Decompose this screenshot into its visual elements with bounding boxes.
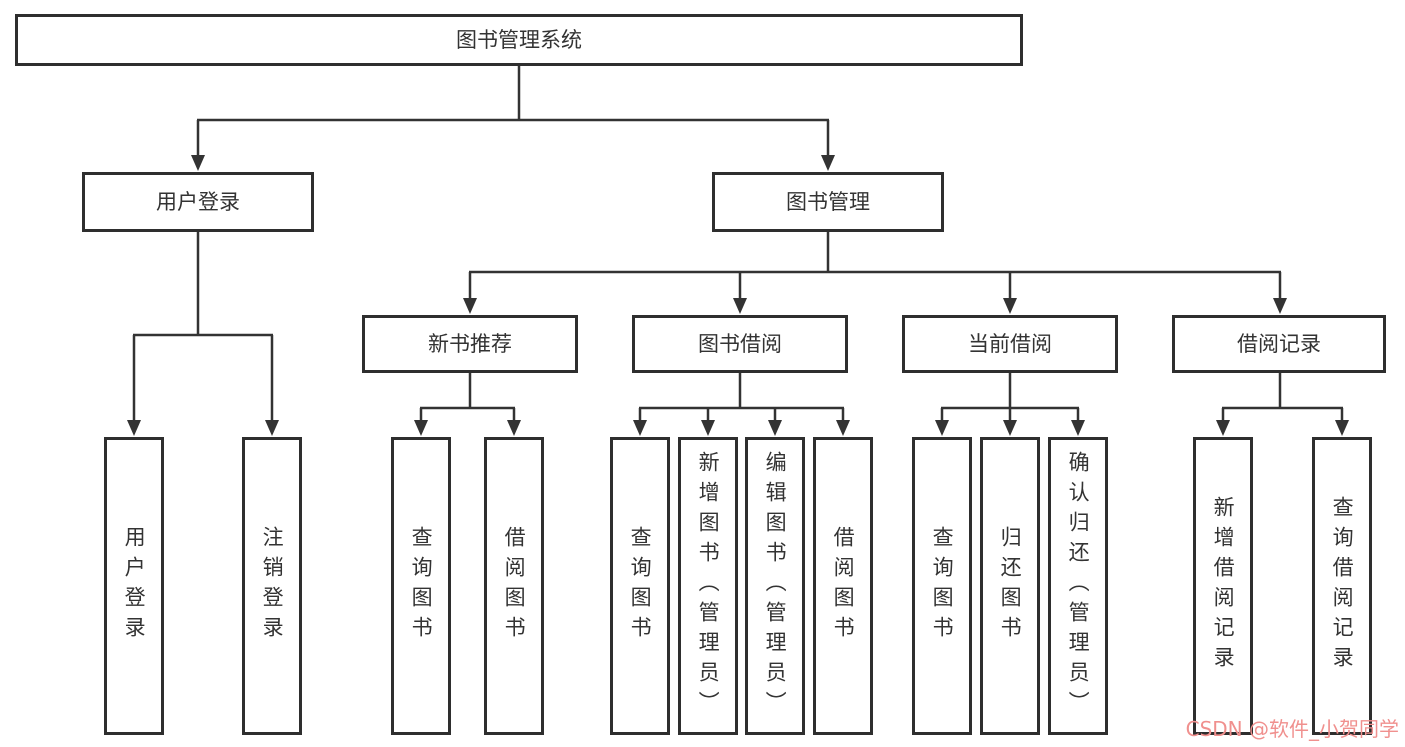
node-library-management-system: 图书管理系统 — [15, 14, 1023, 66]
node-query-borrow-record: 查询借阅记录 — [1312, 437, 1372, 735]
node-user-login-branch: 用户登录 — [82, 172, 314, 232]
connector-current-borrowing — [935, 373, 1085, 436]
node-query-books-recommend: 查询图书 — [391, 437, 451, 735]
node-borrow-books: 借阅图书 — [813, 437, 873, 735]
connector-book-management — [463, 232, 1287, 314]
node-query-books-borrowing: 查询图书 — [610, 437, 670, 735]
connector-new-book-recommendation — [414, 373, 521, 436]
node-new-book-recommendation: 新书推荐 — [362, 315, 578, 373]
node-logout: 注销登录 — [242, 437, 302, 735]
connector-user-login — [127, 232, 279, 436]
node-add-borrow-record: 新增借阅记录 — [1193, 437, 1253, 735]
node-query-books-current: 查询图书 — [912, 437, 972, 735]
node-borrowing-records: 借阅记录 — [1172, 315, 1386, 373]
node-edit-books-admin: 编辑图书（管理员） — [745, 437, 805, 735]
node-confirm-return-admin: 确认归还（管理员） — [1048, 437, 1108, 735]
connector-borrowing-records — [1216, 373, 1349, 436]
node-borrow-books-recommend: 借阅图书 — [484, 437, 544, 735]
node-user-login: 用户登录 — [104, 437, 164, 735]
connector-root — [191, 66, 835, 171]
node-book-borrowing: 图书借阅 — [632, 315, 848, 373]
node-return-books: 归还图书 — [980, 437, 1040, 735]
node-current-borrowing: 当前借阅 — [902, 315, 1118, 373]
node-book-management: 图书管理 — [712, 172, 944, 232]
watermark: CSDN @软件_小贺同学 — [1185, 717, 1399, 741]
node-add-books-admin: 新增图书（管理员） — [678, 437, 738, 735]
connector-book-borrowing — [633, 373, 850, 436]
